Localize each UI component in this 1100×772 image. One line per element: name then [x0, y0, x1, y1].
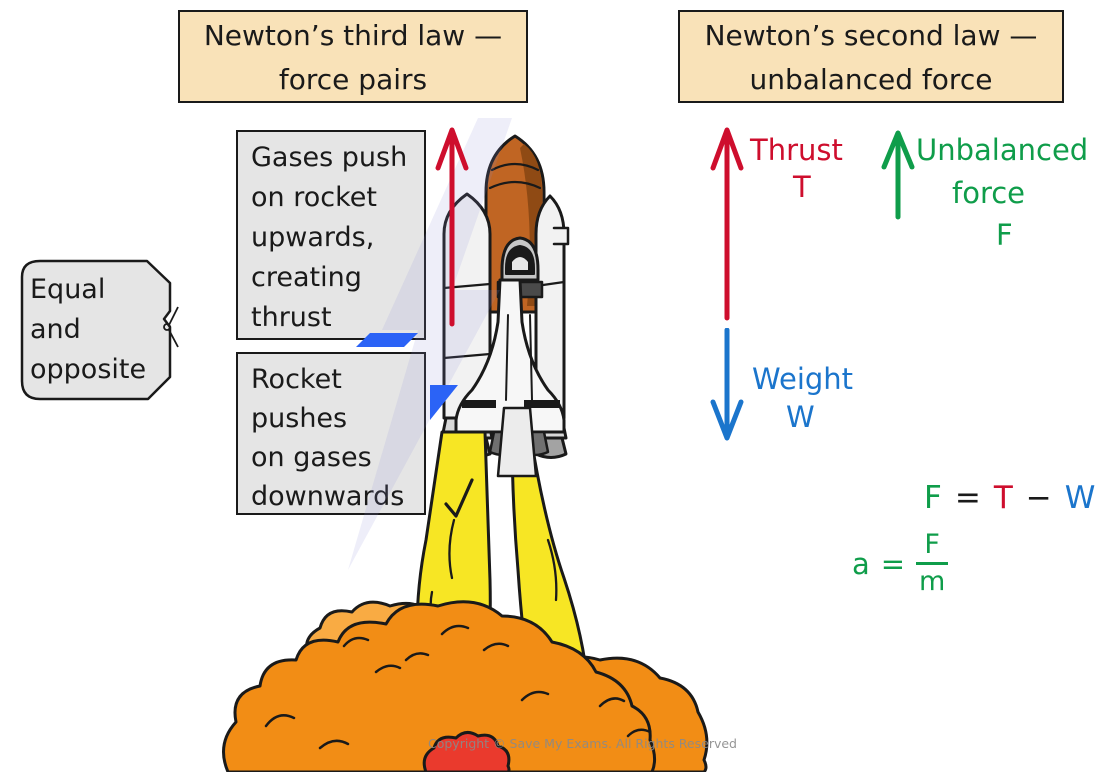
equation-T: T	[993, 480, 1013, 516]
F-over-m-fraction: F m	[916, 529, 949, 597]
unbalanced-label: Unbalanced	[916, 133, 1089, 167]
equation-W: W	[1064, 480, 1096, 516]
third-law-title-line1: Newton’s third law —	[203, 19, 503, 52]
fraction-bar	[916, 562, 949, 565]
gases-push-line: Gases push	[251, 142, 408, 173]
minus-sign: −	[1025, 480, 1052, 516]
gases-push-line: on rocket	[251, 182, 377, 213]
weight-symbol: W	[786, 400, 815, 434]
equals-sign: =	[954, 480, 981, 516]
thrust-arrow-icon	[710, 127, 744, 321]
equal-opposite-line: opposite	[30, 354, 147, 385]
rocket-pushes-line: on gases	[251, 442, 372, 473]
weight-arrow-icon	[710, 328, 744, 441]
equal-opposite-text: Equal and opposite	[30, 270, 146, 390]
equal-opposite-bubble-shape	[20, 259, 179, 401]
blue-bolt-fragment-icon	[430, 385, 458, 420]
equation-F: F	[924, 480, 942, 516]
equals-sign: =	[880, 546, 906, 581]
rocket-pushes-line: Rocket	[251, 364, 342, 395]
equal-opposite-line: and	[30, 314, 81, 345]
gases-push-line: creating	[251, 262, 362, 293]
third-law-thrust-arrow-icon	[435, 127, 469, 327]
copyright-notice: Copyright © Save My Exams. All Rights Re…	[428, 736, 737, 751]
third-law-title-line2: force pairs	[278, 63, 428, 96]
rocket-launch-illustration	[222, 134, 709, 772]
equation-a: a	[852, 546, 870, 581]
second-law-title-line2: unbalanced force	[749, 63, 993, 96]
rocket-pushes-line: downwards	[251, 481, 405, 512]
orbiter-body	[454, 278, 566, 434]
unbalanced-label2: force	[952, 176, 1026, 210]
gases-push-line: upwards,	[251, 222, 375, 253]
numerator-F: F	[924, 529, 940, 560]
rocket-pushes-line: pushes	[251, 403, 348, 434]
rocket-pushes-callout: Rocket pushes on gases downwards	[236, 352, 426, 515]
smoke-main-mound	[222, 600, 657, 772]
weight-label: Weight	[752, 362, 854, 396]
third-law-title-box: Newton’s third law — force pairs	[178, 10, 528, 103]
left-booster	[442, 192, 492, 420]
equal-opposite-line: Equal	[30, 274, 106, 305]
second-law-title-box: Newton’s second law — unbalanced force	[678, 10, 1064, 103]
gases-push-callout: Gases push on rocket upwards, creating t…	[236, 130, 426, 340]
smoke-red-puff	[422, 731, 511, 772]
second-law-title-line1: Newton’s second law —	[704, 19, 1038, 52]
unbalanced-force-arrow-icon	[881, 130, 915, 220]
gases-push-line: thrust	[251, 302, 332, 333]
acceleration-equation: a = F m	[852, 529, 949, 597]
blue-bolt-fragment-icon	[356, 333, 418, 347]
force-equation: F = T − W	[924, 480, 1095, 516]
unbalanced-symbol: F	[996, 218, 1013, 252]
bubble-pointer-icon	[163, 323, 171, 331]
thrust-symbol: T	[793, 170, 811, 204]
orbiter-tail-fin	[496, 406, 538, 478]
denominator-m: m	[918, 566, 946, 597]
thrust-label: Thrust	[750, 133, 843, 167]
